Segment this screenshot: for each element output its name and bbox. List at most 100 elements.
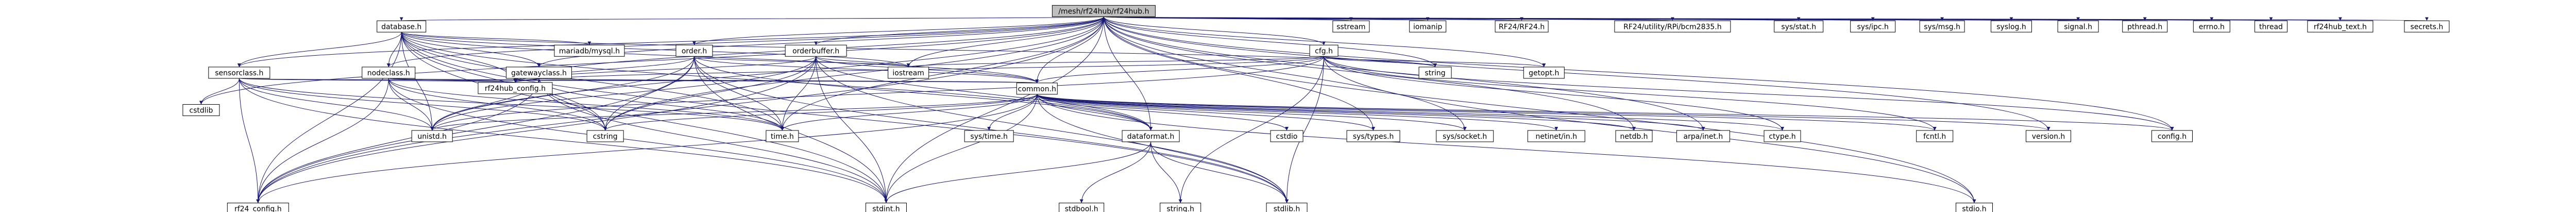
node-ctype[interactable]: ctype.h	[1764, 130, 1801, 142]
node-sysstat[interactable]: sys/stat.h	[1774, 20, 1824, 32]
node-box	[2026, 130, 2071, 142]
node-errno[interactable]: errno.h	[2193, 20, 2230, 32]
node-dataformat[interactable]: dataformat.h	[1122, 130, 1180, 142]
edge-cfg-to-stdio	[1324, 56, 1976, 203]
node-label: stdlib.h	[1274, 205, 1300, 212]
node-rf24-config[interactable]: rf24_config.h	[227, 203, 289, 212]
dependency-edges	[199, 16, 2427, 203]
edge-orderbuffer-to-cstring	[603, 56, 817, 131]
node-unistd[interactable]: unistd.h	[411, 130, 453, 142]
edge-root-to-cstring	[603, 17, 1104, 131]
node-box	[785, 44, 847, 57]
edge-common-to-arpainet	[1037, 94, 1705, 131]
edge-order-to-stdint	[694, 56, 888, 203]
node-box	[1495, 20, 1549, 32]
node-rf24hub-text[interactable]: rf24hub_text.h	[2307, 20, 2374, 32]
edge-root-to-netdb	[1103, 17, 1636, 131]
node-rf24hub-config[interactable]: rf24hub_config.h	[478, 82, 553, 94]
node-timeh[interactable]: time.h	[766, 130, 799, 142]
node-box	[2057, 20, 2099, 32]
node-syslog[interactable]: syslog.h	[1991, 20, 2032, 32]
node-box	[1122, 130, 1180, 142]
node-gatewayclass[interactable]: gatewayclass.h	[506, 67, 572, 79]
header-nodes: /mesh/rf24hub/rf24hub.hdatabase.horder.h…	[182, 5, 2450, 212]
edge-orderbuffer-to-timeh	[780, 56, 817, 131]
edge-orderbuffer-to-unistd	[430, 56, 817, 131]
node-syssocket[interactable]: sys/socket.h	[1436, 130, 1494, 142]
node-arpainet[interactable]: arpa/inet.h	[1676, 130, 1730, 142]
edge-database-to-common	[401, 32, 1039, 83]
node-label: cstdio	[1276, 133, 1298, 141]
node-stringh[interactable]: string.h	[1160, 203, 1201, 212]
node-label: fcntl.h	[1923, 133, 1946, 141]
node-config[interactable]: config.h	[2151, 130, 2193, 142]
node-getopt[interactable]: getopt.h	[1523, 67, 1565, 79]
node-signal[interactable]: signal.h	[2057, 20, 2099, 32]
node-stdio[interactable]: stdio.h	[1956, 203, 1993, 212]
node-box	[766, 130, 799, 142]
node-label: cfg.h	[1315, 47, 1333, 55]
node-box	[1436, 130, 1494, 142]
node-thread[interactable]: thread	[2255, 20, 2287, 32]
edge-root-to-sensorclass	[238, 17, 1104, 68]
node-box	[1919, 20, 1965, 32]
node-mariadb[interactable]: mariadb/mysql.h	[554, 44, 625, 57]
edge-gatewayclass-to-stdint	[538, 78, 888, 203]
edge-common-to-version	[1037, 94, 2050, 131]
node-version[interactable]: version.h	[2026, 130, 2071, 142]
node-sensorclass[interactable]: sensorclass.h	[208, 67, 270, 79]
node-box	[1160, 203, 1201, 212]
node-orderbuffer[interactable]: orderbuffer.h	[785, 44, 847, 57]
edge-cfg-to-stringh	[1178, 56, 1325, 203]
node-rf24[interactable]: RF24/RF24.h	[1495, 20, 1549, 32]
node-label: secrets.h	[2411, 23, 2444, 31]
node-nodeclass[interactable]: nodeclass.h	[362, 67, 416, 79]
edge-root-to-cfg	[1103, 17, 1326, 45]
edge-common-to-config	[1037, 94, 2174, 131]
edge-common-to-cstring	[603, 94, 1038, 131]
edge-nodeclass-to-unistd	[388, 78, 434, 131]
edge-cfg-to-unistd	[430, 56, 1325, 131]
node-label: ctype.h	[1769, 133, 1795, 141]
edge-gatewayclass-to-rf24hub_config	[513, 78, 539, 83]
node-label: signal.h	[2064, 23, 2092, 31]
node-systime[interactable]: sys/time.h	[964, 130, 1014, 142]
edge-database-to-gatewayclass	[401, 32, 541, 68]
node-sysipc[interactable]: sys/ipc.h	[1850, 20, 1896, 32]
edge-root-to-version	[1103, 17, 2050, 131]
node-box	[1614, 20, 1731, 32]
node-netinet[interactable]: netinet/in.h	[1527, 130, 1585, 142]
node-stdint[interactable]: stdint.h	[866, 203, 907, 212]
edge-sensorclass-to-cstring	[239, 78, 607, 131]
node-database[interactable]: database.h	[377, 20, 427, 32]
node-cfg[interactable]: cfg.h	[1309, 44, 1338, 57]
node-iomanip[interactable]: iomanip	[1409, 20, 1447, 32]
node-string[interactable]: string	[1418, 67, 1452, 79]
edge-common-to-stdio	[1037, 94, 1976, 203]
edge-nodeclass-to-stdint	[388, 78, 888, 203]
node-common[interactable]: common.h	[1016, 83, 1058, 95]
node-fcntl[interactable]: fcntl.h	[1916, 130, 1954, 142]
edge-common-to-cstdio	[1037, 94, 1289, 131]
node-sstream[interactable]: sstream	[1332, 20, 1370, 32]
node-stdbool[interactable]: stdbool.h	[1059, 203, 1105, 212]
node-pthread[interactable]: pthread.h	[2122, 20, 2168, 32]
node-secrets[interactable]: secrets.h	[2404, 20, 2450, 32]
node-systypes[interactable]: sys/types.h	[1346, 130, 1400, 142]
edge-root-to-orderbuffer	[814, 16, 1104, 45]
node-sysmsg[interactable]: sys/msg.h	[1919, 20, 1965, 32]
node-cstring[interactable]: cstring	[586, 130, 624, 142]
node-box	[1774, 20, 1824, 32]
node-cstdio[interactable]: cstdio	[1270, 130, 1303, 142]
edge-root-to-nodeclass	[386, 17, 1104, 68]
node-order[interactable]: order.h	[675, 44, 713, 57]
node-box	[1850, 20, 1896, 32]
node-netdb[interactable]: netdb.h	[1615, 130, 1653, 142]
node-iostream[interactable]: iostream	[888, 67, 929, 79]
edge-cfg-to-common	[1035, 56, 1325, 84]
edge-sensorclass-to-rf24hub_config	[239, 78, 517, 83]
node-stdlib[interactable]: stdlib.h	[1266, 203, 1308, 212]
node-cstdlib[interactable]: cstdlib	[182, 104, 220, 116]
node-bcm[interactable]: RF24/utility/RPi/bcm2835.h	[1614, 20, 1731, 32]
